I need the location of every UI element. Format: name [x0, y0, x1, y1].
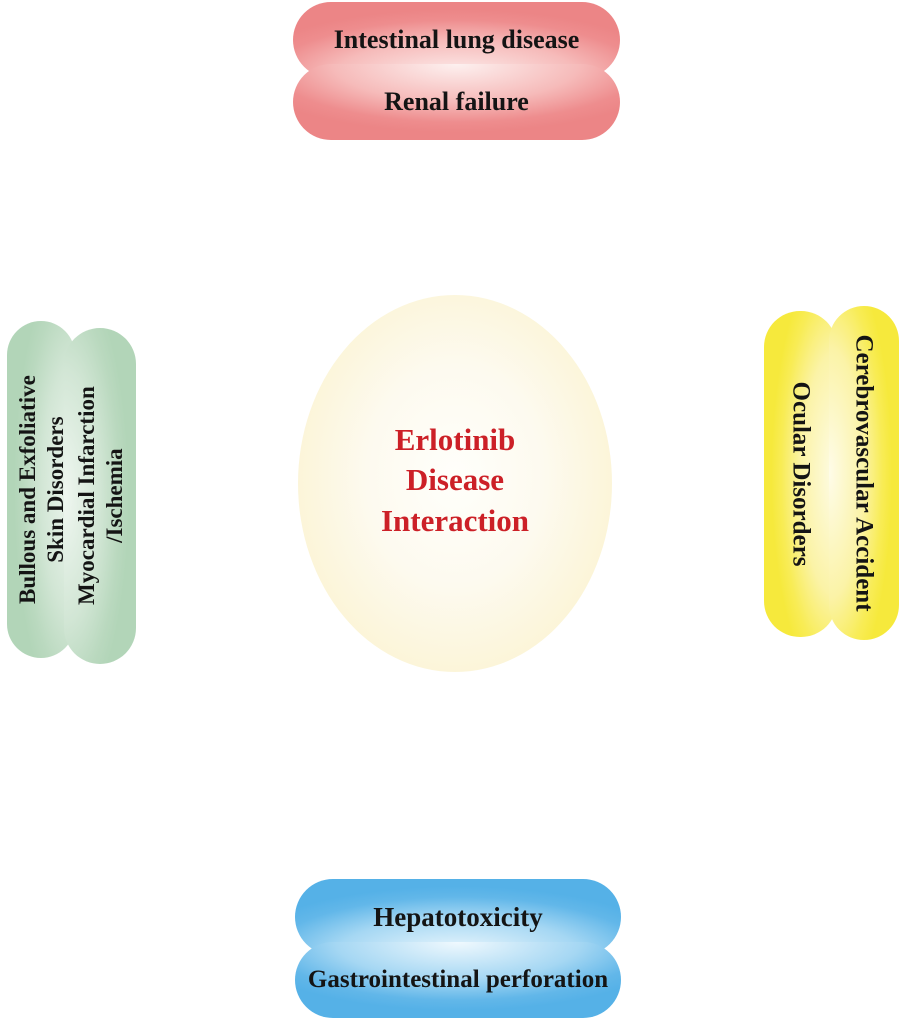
pill-renal-failure-label: Renal failure	[384, 87, 529, 116]
center-title-line: Interaction	[380, 502, 530, 538]
pill-cerebrovascular-accident: Cerebrovascular Accident	[829, 306, 899, 640]
pill-label-line: Bullous and Exfoliative	[14, 375, 40, 604]
pill-ocular-disorders-label: Ocular Disorders	[787, 382, 815, 567]
pill-label-line: Ocular Disorders	[787, 381, 815, 567]
pill-bullous-exfoliative-skin-disorders: Bullous and Exfoliative Skin Disorders	[7, 321, 75, 658]
pill-cerebrovascular-accident-label: Cerebrovascular Accident	[850, 334, 878, 611]
pill-label-line: Myocardial Infarction	[73, 386, 99, 606]
pill-bullous-exfoliative-skin-disorders-label: Bullous and Exfoliative Skin Disorders	[13, 375, 68, 604]
pill-myocardial-infarction-ischemia: Myocardial Infarction /Ischemia	[64, 328, 136, 664]
pill-ocular-disorders: Ocular Disorders	[764, 311, 837, 637]
pill-myocardial-infarction-ischemia-label: Myocardial Infarction /Ischemia	[72, 387, 127, 606]
pill-renal-failure: Renal failure	[293, 64, 620, 140]
center-title: Erlotinib Disease Interaction	[381, 420, 529, 541]
pill-gastrointestinal-perforation: Gastrointestinal perforation	[295, 942, 621, 1018]
pill-intestinal-lung-disease-label: Intestinal lung disease	[333, 25, 580, 54]
pill-label-line: /Ischemia	[101, 448, 127, 544]
pill-label-line: Cerebrovascular Accident	[851, 334, 878, 612]
pill-hepatotoxicity-label: Hepatotoxicity	[373, 901, 543, 932]
pill-gastrointestinal-perforation-label: Gastrointestinal perforation	[307, 966, 609, 993]
center-title-line: Disease	[405, 462, 505, 498]
center-title-line: Erlotinib	[394, 422, 516, 458]
center-ellipse: Erlotinib Disease Interaction	[298, 295, 612, 672]
